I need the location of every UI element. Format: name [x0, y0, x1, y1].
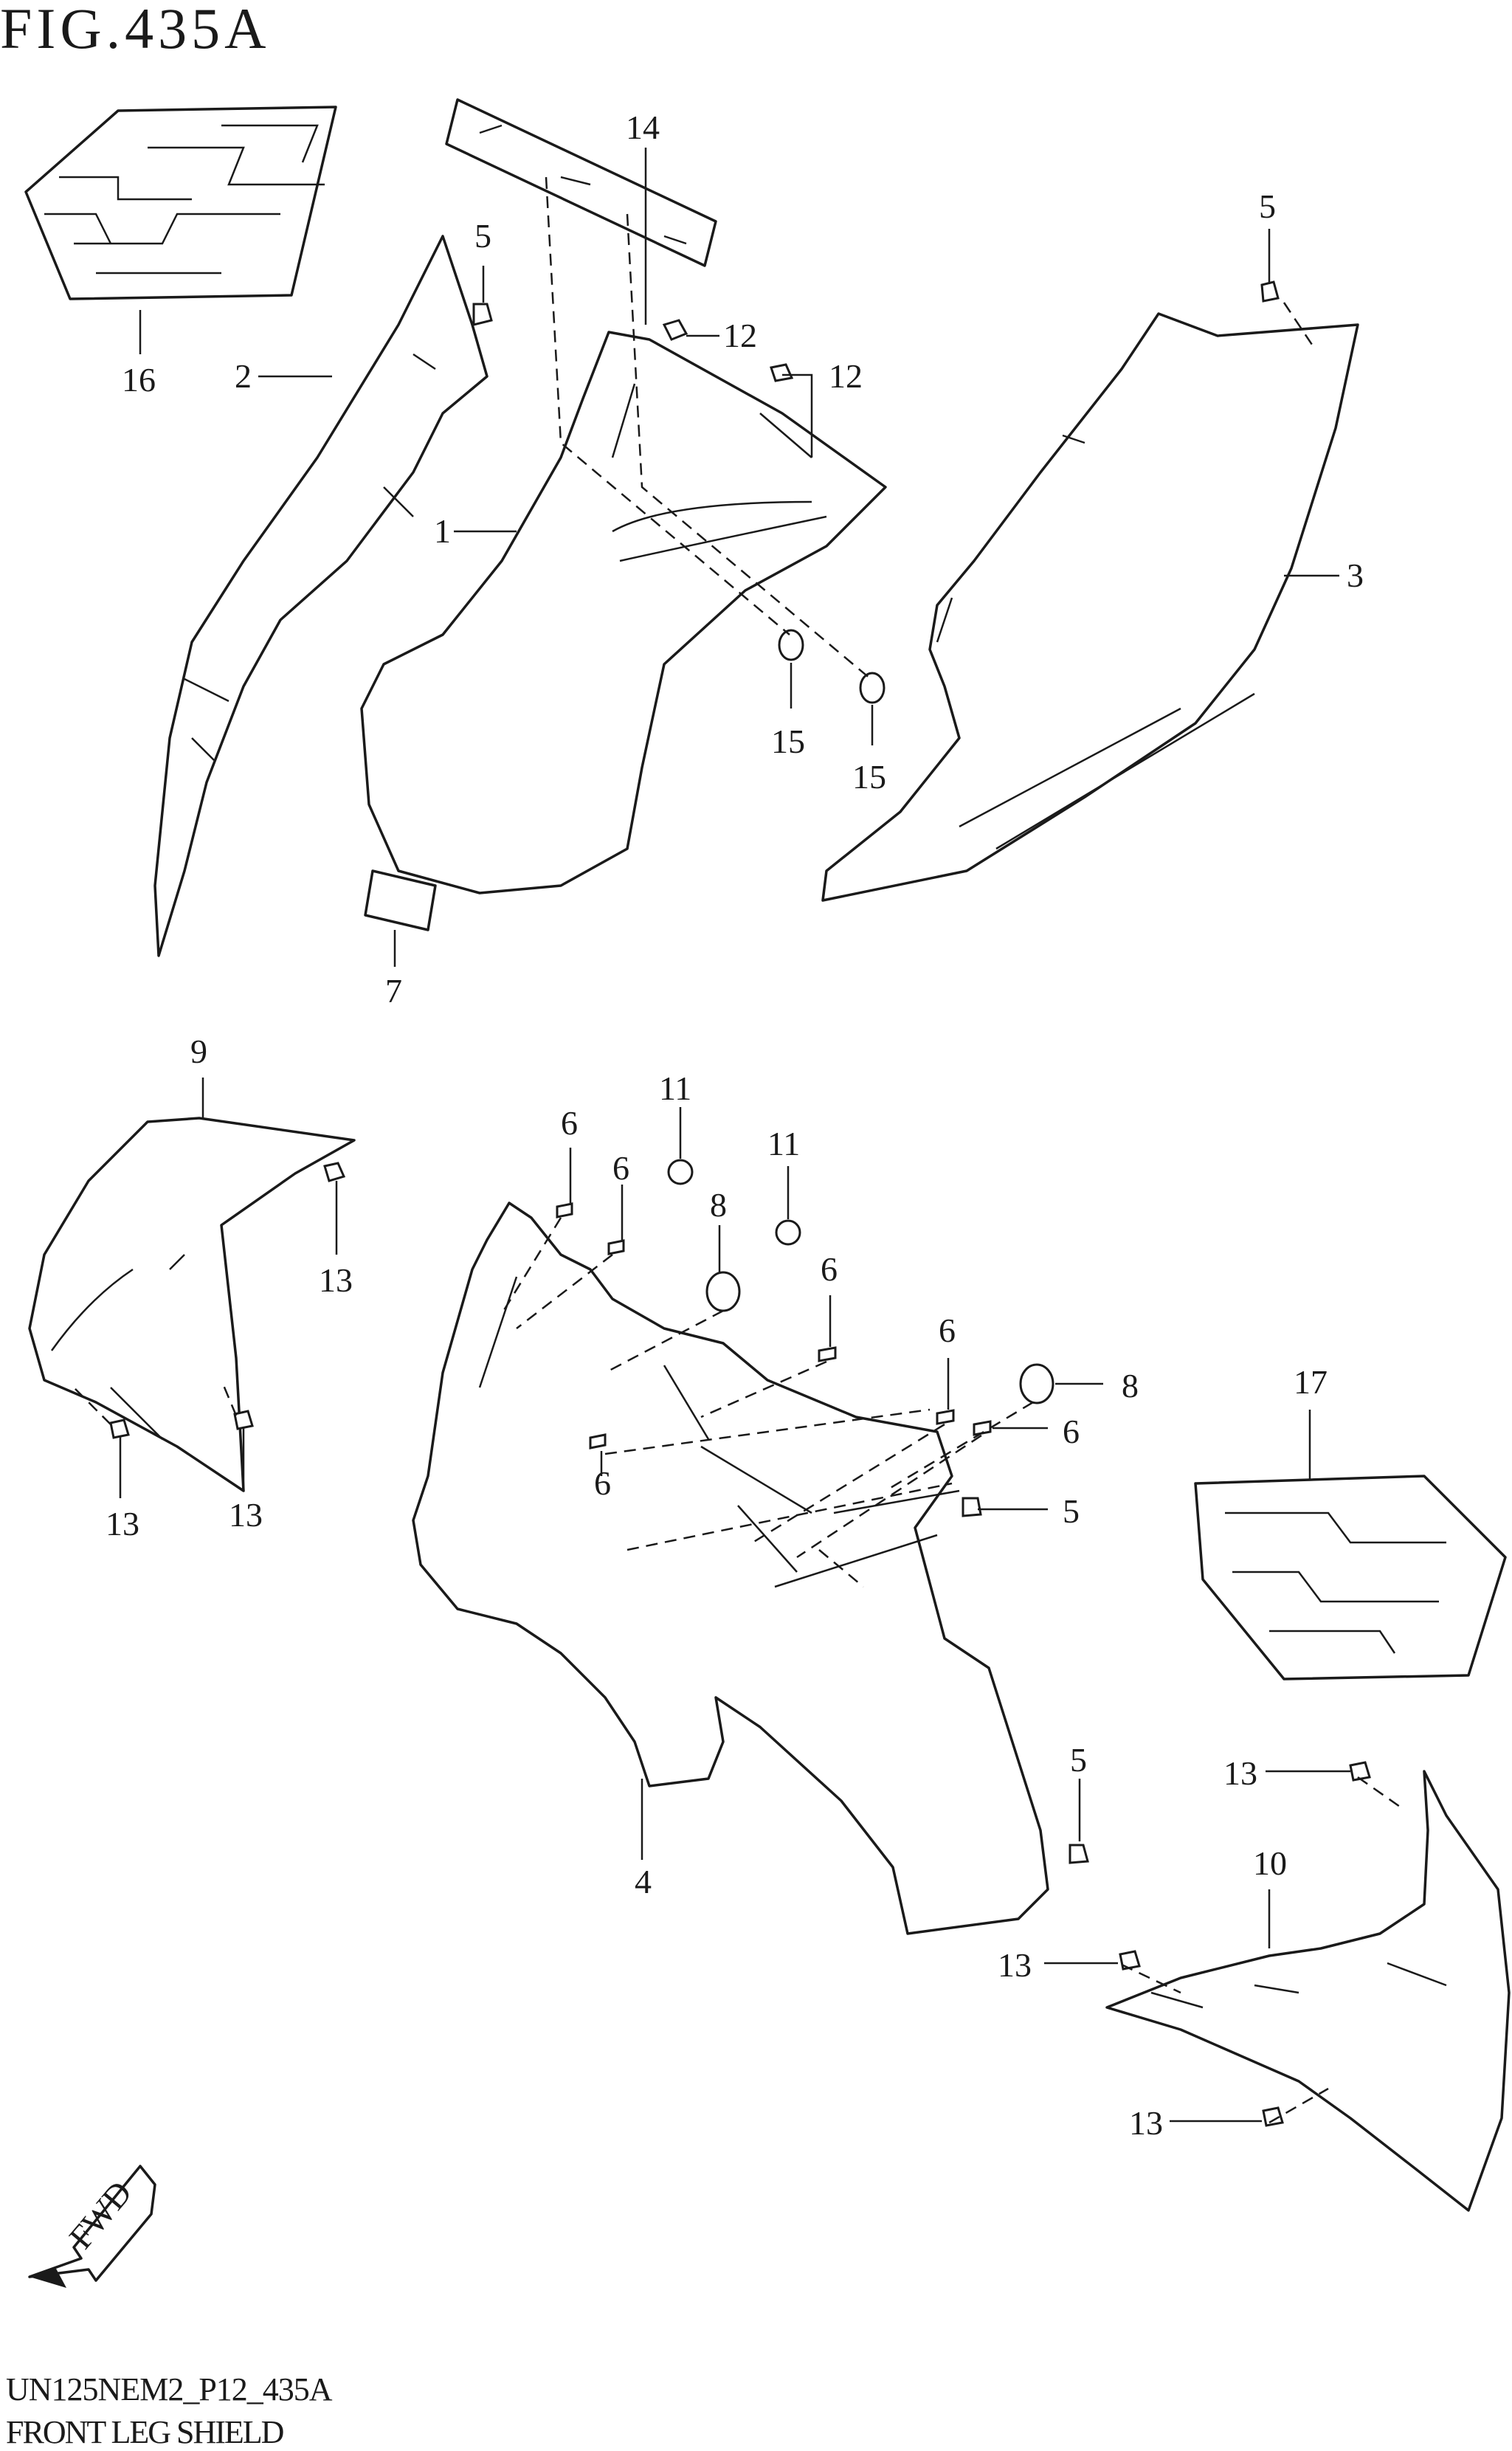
callout-13c: 13 — [229, 1496, 263, 1534]
assembly-lines — [73, 176, 1403, 2124]
fwd-arrow: FWD — [28, 2165, 156, 2288]
part-3-side-cover-right — [821, 312, 1359, 902]
callout-13b: 13 — [106, 1505, 139, 1542]
callout-10: 10 — [1253, 1844, 1287, 1882]
callout-9: 9 — [190, 1033, 207, 1070]
callout-6f: 6 — [594, 1464, 611, 1502]
callout-15b: 15 — [852, 758, 886, 796]
callout-5b: 5 — [1259, 187, 1276, 225]
callout-1: 1 — [434, 512, 451, 550]
callout-11b: 11 — [767, 1125, 800, 1162]
callout-numbers: 16 2 5 1 14 12 12 5 3 15 15 7 9 13 13 13… — [106, 108, 1364, 2142]
callout-16: 16 — [122, 361, 156, 399]
callout-12a: 12 — [723, 317, 757, 354]
callout-14: 14 — [626, 108, 660, 146]
callout-5d: 5 — [1070, 1741, 1087, 1779]
callout-7: 7 — [385, 972, 402, 1010]
hardware — [109, 280, 1371, 2127]
figure-title: FIG.435A — [0, 0, 271, 61]
callout-13d: 13 — [1223, 1754, 1257, 1792]
callout-6b: 6 — [612, 1149, 629, 1187]
callout-13f: 13 — [1129, 2104, 1163, 2142]
part-7-pad — [364, 869, 437, 931]
part-2-side-cover-left — [153, 235, 489, 957]
callout-6c: 6 — [821, 1250, 838, 1288]
callout-12b: 12 — [829, 357, 863, 395]
callout-15a: 15 — [771, 723, 805, 760]
figure-code: UN125NEM2_P12_435A — [6, 2371, 333, 2407]
callout-13a: 13 — [319, 1261, 353, 1299]
callout-6a: 6 — [561, 1104, 578, 1142]
part-9-inner-panel-left — [28, 1117, 356, 1492]
callout-13e: 13 — [998, 1946, 1032, 1984]
part-14-bracket — [445, 98, 717, 267]
leader-lines — [119, 148, 1350, 2123]
callout-5a: 5 — [474, 217, 491, 255]
callout-8a: 8 — [710, 1186, 727, 1224]
callout-3: 3 — [1347, 556, 1364, 594]
callout-8b: 8 — [1122, 1367, 1139, 1404]
part-17-decal — [1194, 1475, 1507, 1680]
callout-5c: 5 — [1063, 1492, 1080, 1530]
part-16-decal — [24, 106, 337, 300]
part-10-lower-panel-right — [1105, 1770, 1511, 2212]
part-4-inner-leg-shield — [412, 1202, 1049, 1935]
callout-6d: 6 — [939, 1311, 956, 1349]
callout-4: 4 — [635, 1863, 652, 1900]
callout-2: 2 — [235, 357, 252, 395]
callout-6e: 6 — [1063, 1413, 1080, 1450]
callout-17: 17 — [1294, 1363, 1328, 1401]
figure-name: FRONT LEG SHIELD — [6, 2414, 284, 2450]
part-1-front-cover — [360, 331, 887, 894]
callout-11a: 11 — [659, 1069, 691, 1107]
